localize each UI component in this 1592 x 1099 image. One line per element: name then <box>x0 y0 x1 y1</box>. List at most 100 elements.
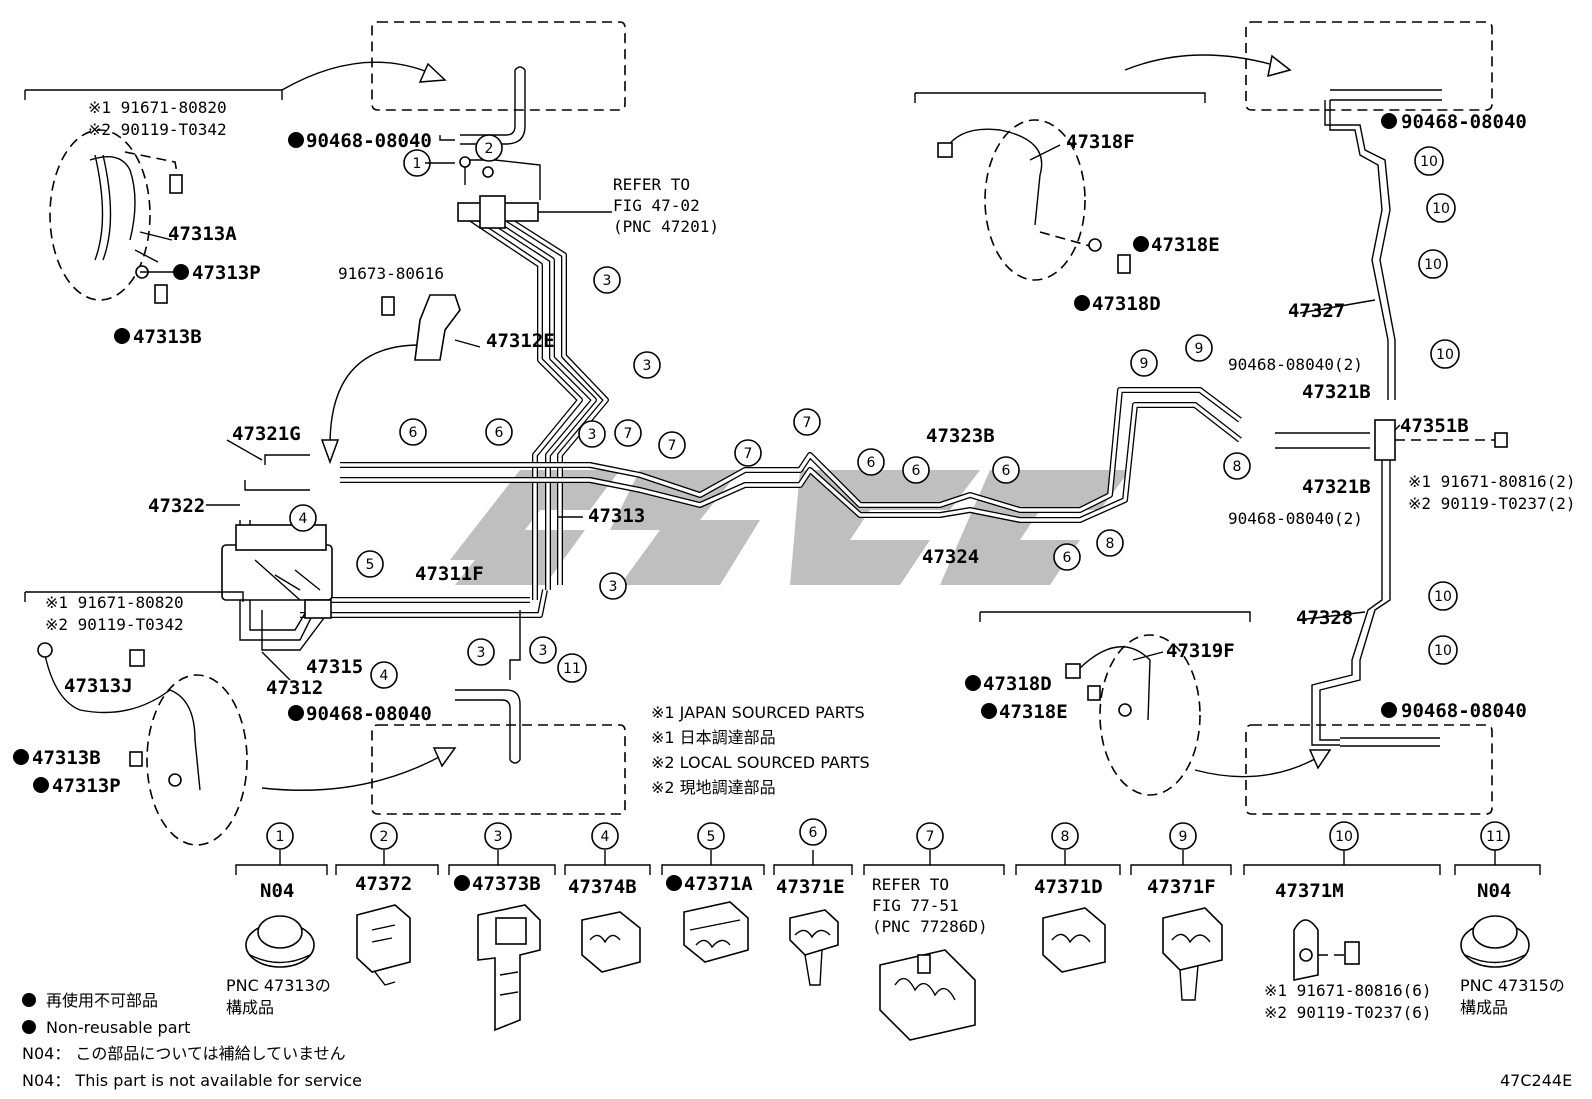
callout-6: 6 <box>992 456 1020 484</box>
refer-47-02-line1: REFER TO <box>613 175 690 194</box>
abs-actuator <box>221 524 333 619</box>
svg-text:6: 6 <box>1002 463 1011 479</box>
callout-7: 7 <box>614 419 642 447</box>
label-47321B-bottom: 47321B <box>1302 476 1371 498</box>
rear-flex-hose-details <box>914 92 1251 796</box>
label-47313B-bottom: 47313B <box>32 747 101 769</box>
label-47318D-bottom: 47318D <box>983 673 1052 695</box>
svg-text:6: 6 <box>912 463 921 479</box>
callout-6: 6 <box>1053 543 1081 571</box>
label-spec2-T0237-2: ※2 90119-T0237(2) <box>1408 494 1576 513</box>
callout-11: 11 <box>557 653 587 683</box>
detail-box-top-right <box>1245 21 1493 111</box>
label-47311F: 47311F <box>415 563 484 585</box>
label-spec1-80820-bottom: ※1 91671-80820 <box>45 593 184 612</box>
label-47315: 47315 <box>306 656 363 678</box>
svg-text:3: 3 <box>603 273 612 289</box>
bottom-callout-4: 4 <box>591 822 619 850</box>
label-spec1-80816-6: ※1 91671-80816(6) <box>1264 981 1432 1000</box>
label-47351B: 47351B <box>1400 415 1469 437</box>
label-47321B-top: 47321B <box>1302 381 1371 403</box>
svg-text:3: 3 <box>643 358 652 374</box>
clamp-47371D-illustration <box>1042 907 1106 973</box>
svg-text:6: 6 <box>867 455 876 471</box>
label-47321G: 47321G <box>232 423 301 445</box>
bottom-callout-6: 6 <box>799 818 827 846</box>
bottom-note-1-line1: PNC 47313の <box>226 976 331 995</box>
diagram-id: 47C244E <box>1500 1071 1572 1090</box>
svg-text:6: 6 <box>409 425 418 441</box>
label-47323B: 47323B <box>926 425 995 447</box>
svg-text:6: 6 <box>495 425 504 441</box>
svg-text:4: 4 <box>299 511 308 527</box>
svg-text:※1 日本調達部品: ※1 日本調達部品 <box>651 728 776 747</box>
callout-6: 6 <box>857 448 885 476</box>
label-47318E-bottom: 47318E <box>999 701 1068 723</box>
bottom-note-1-line2: 構成品 <box>226 998 274 1017</box>
detail-box-top-left <box>371 21 626 145</box>
label-47313A: 47313A <box>168 223 237 245</box>
callout-7: 7 <box>793 408 821 436</box>
callout-markers: 1 2 3 3 3 3 3 3 4 4 5 6 6 6 6 6 6 7 7 7 … <box>289 134 1460 689</box>
svg-text:10: 10 <box>1434 589 1452 605</box>
svg-text:3: 3 <box>494 829 503 845</box>
svg-text:7: 7 <box>624 426 633 442</box>
front-left-flex-hose-detail <box>24 89 283 304</box>
svg-text:1: 1 <box>413 156 422 172</box>
clamp-47371E-illustration <box>789 909 839 986</box>
callout-3: 3 <box>599 572 627 600</box>
legend-non-reusable-jp: 再使用不可部品 <box>46 991 158 1010</box>
bottom-label-3: 47373B <box>472 873 541 895</box>
svg-text:10: 10 <box>1335 829 1353 845</box>
svg-text:10: 10 <box>1432 201 1450 217</box>
bottom-note-11-line1: PNC 47315の <box>1460 976 1565 995</box>
bottom-label-9: 47371F <box>1147 876 1216 898</box>
grommet-11-illustration <box>1460 915 1530 968</box>
svg-text:4: 4 <box>601 829 610 845</box>
callout-10: 10 <box>1418 249 1448 279</box>
label-47318F: 47318F <box>1066 131 1135 153</box>
callout-7: 7 <box>734 439 762 467</box>
label-spec2-T0237-6: ※2 90119-T0237(6) <box>1264 1003 1432 1022</box>
bottom-callout-10: 10 <box>1329 821 1359 851</box>
label-90468-bottom-left: 90468-08040 <box>306 703 432 725</box>
label-90468-2-bottom: 90468-08040(2) <box>1228 509 1363 528</box>
label-47313P-bottom: 47313P <box>52 775 121 797</box>
svg-text:※1 JAPAN SOURCED PARTS: ※1 JAPAN SOURCED PARTS <box>651 703 865 722</box>
svg-text:7: 7 <box>926 829 935 845</box>
refer-77-51-line2: FIG 77-51 <box>872 896 959 915</box>
refer-77-51-line1: REFER TO <box>872 875 949 894</box>
callout-8: 8 <box>1096 529 1124 557</box>
bottom-label-5: 47371A <box>684 873 753 895</box>
bottom-callout-11: 11 <box>1480 821 1510 851</box>
bottom-label-10: 47371M <box>1275 880 1344 902</box>
bottom-label-6: 47371E <box>776 876 845 898</box>
label-47319F: 47319F <box>1166 640 1235 662</box>
label-90468-top-left: 90468-08040 <box>306 130 432 152</box>
svg-text:6: 6 <box>809 825 818 841</box>
svg-text:1: 1 <box>276 829 285 845</box>
bottom-callout-2: 2 <box>370 822 398 850</box>
bottom-label-2: 47372 <box>355 873 412 895</box>
label-47324: 47324 <box>922 546 979 568</box>
bottom-callout-7: 7 <box>916 822 944 850</box>
master-cylinder-junction <box>457 156 596 229</box>
label-47328: 47328 <box>1296 607 1353 629</box>
detail-box-bottom-middle <box>371 689 626 815</box>
svg-text:10: 10 <box>1424 257 1442 273</box>
svg-text:11: 11 <box>1486 829 1504 845</box>
svg-text:10: 10 <box>1436 347 1454 363</box>
svg-text:※2 LOCAL SOURCED PARTS: ※2 LOCAL SOURCED PARTS <box>651 753 870 772</box>
svg-text:3: 3 <box>477 645 486 661</box>
label-47313B: 47313B <box>133 326 202 348</box>
svg-text:8: 8 <box>1233 459 1242 475</box>
callout-6: 6 <box>485 418 513 446</box>
clamp-47371F-illustration <box>1162 907 1223 1001</box>
legend-non-reusable-en: Non-reusable part <box>46 1018 190 1037</box>
svg-text:2: 2 <box>485 141 494 157</box>
svg-text:9: 9 <box>1179 829 1188 845</box>
bottom-callout-3: 3 <box>484 822 512 850</box>
refer-47-02-line3: (PNC 47201) <box>613 217 719 236</box>
callout-4: 4 <box>370 661 398 689</box>
label-47313J: 47313J <box>64 675 133 697</box>
